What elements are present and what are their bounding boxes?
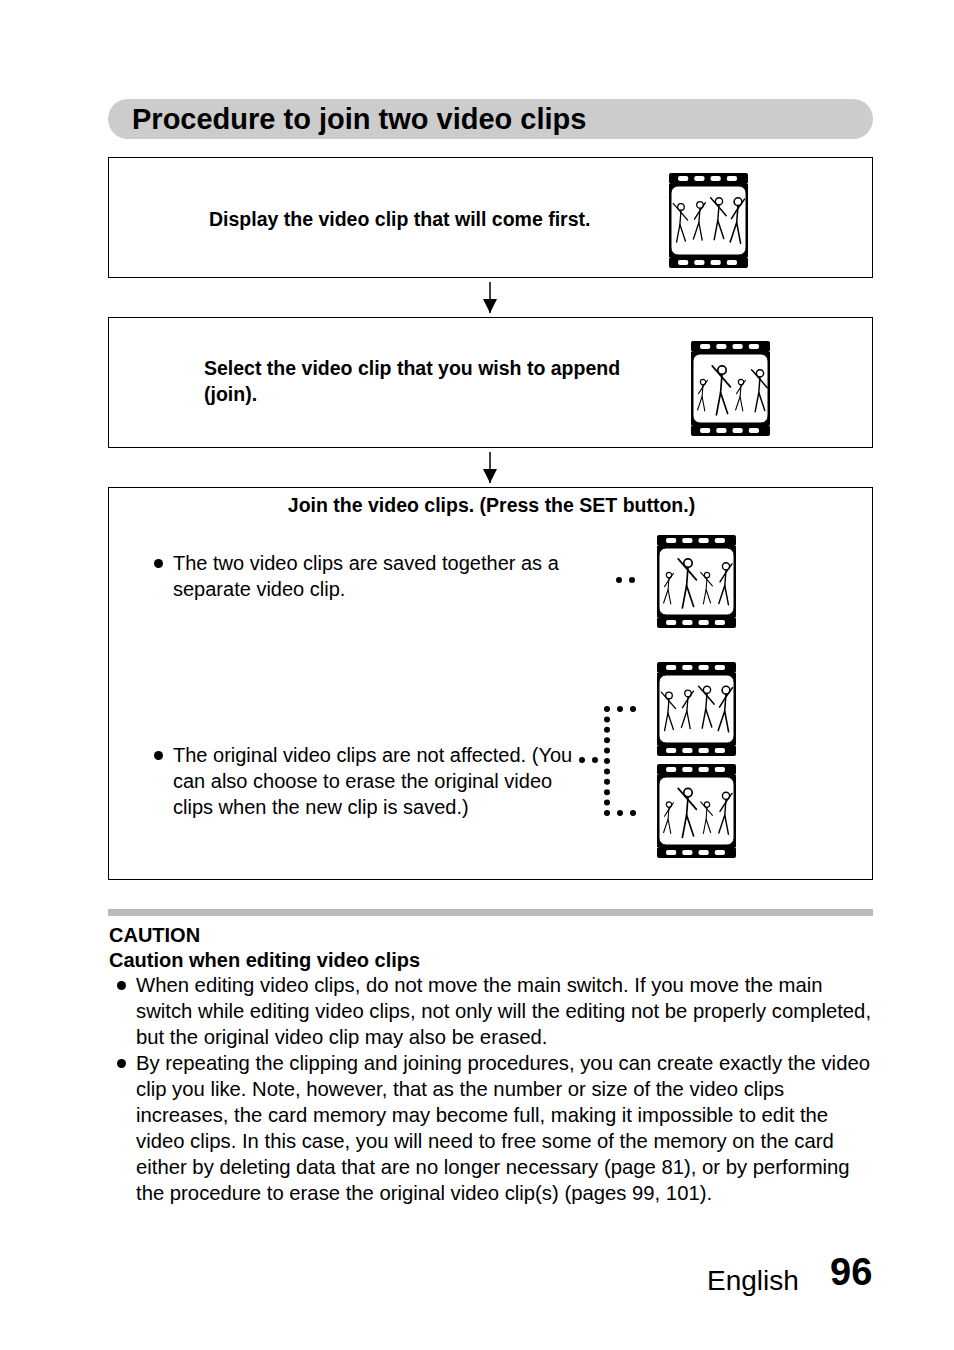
step-text: Display the video clip that will come fi… (209, 207, 649, 231)
bullet-text: The original video clips are not affecte… (173, 742, 583, 820)
step-box: Join the video clips. (Press the SET but… (108, 487, 873, 880)
step-text: Join the video clips. (Press the SET but… (109, 493, 874, 517)
caution-heading: CAUTION (109, 922, 409, 948)
step-text: Select the video clip that you wish to a… (204, 355, 634, 407)
page-number: 96 (830, 1259, 890, 1285)
bullet-dot (117, 1059, 126, 1068)
bullet-dot (117, 981, 126, 990)
title-bar: Procedure to join two video clips (108, 99, 873, 139)
bullet-dot (154, 751, 163, 760)
film-clip-icon (657, 764, 736, 858)
flow-arrow (489, 452, 491, 483)
caution-text: When editing video clips, do not move th… (136, 972, 878, 1050)
caution-rule (108, 909, 873, 916)
bullet-dot (154, 559, 163, 568)
film-clip-icon (691, 341, 770, 436)
caution-text: By repeating the clipping and joining pr… (136, 1050, 878, 1206)
film-clip-icon (657, 662, 736, 756)
leader-dots (579, 577, 636, 816)
language-label: English (707, 1268, 817, 1294)
caution-heading: Caution when editing video clips (109, 947, 609, 973)
step-box: Select the video clip that you wish to a… (108, 317, 873, 448)
step-box: Display the video clip that will come fi… (108, 157, 873, 278)
bullet-text: The two video clips are saved together a… (173, 550, 618, 602)
flow-arrow (489, 282, 491, 313)
film-clip-icon (657, 535, 736, 628)
page-title: Procedure to join two video clips (132, 99, 586, 139)
film-clip-icon (669, 173, 748, 268)
